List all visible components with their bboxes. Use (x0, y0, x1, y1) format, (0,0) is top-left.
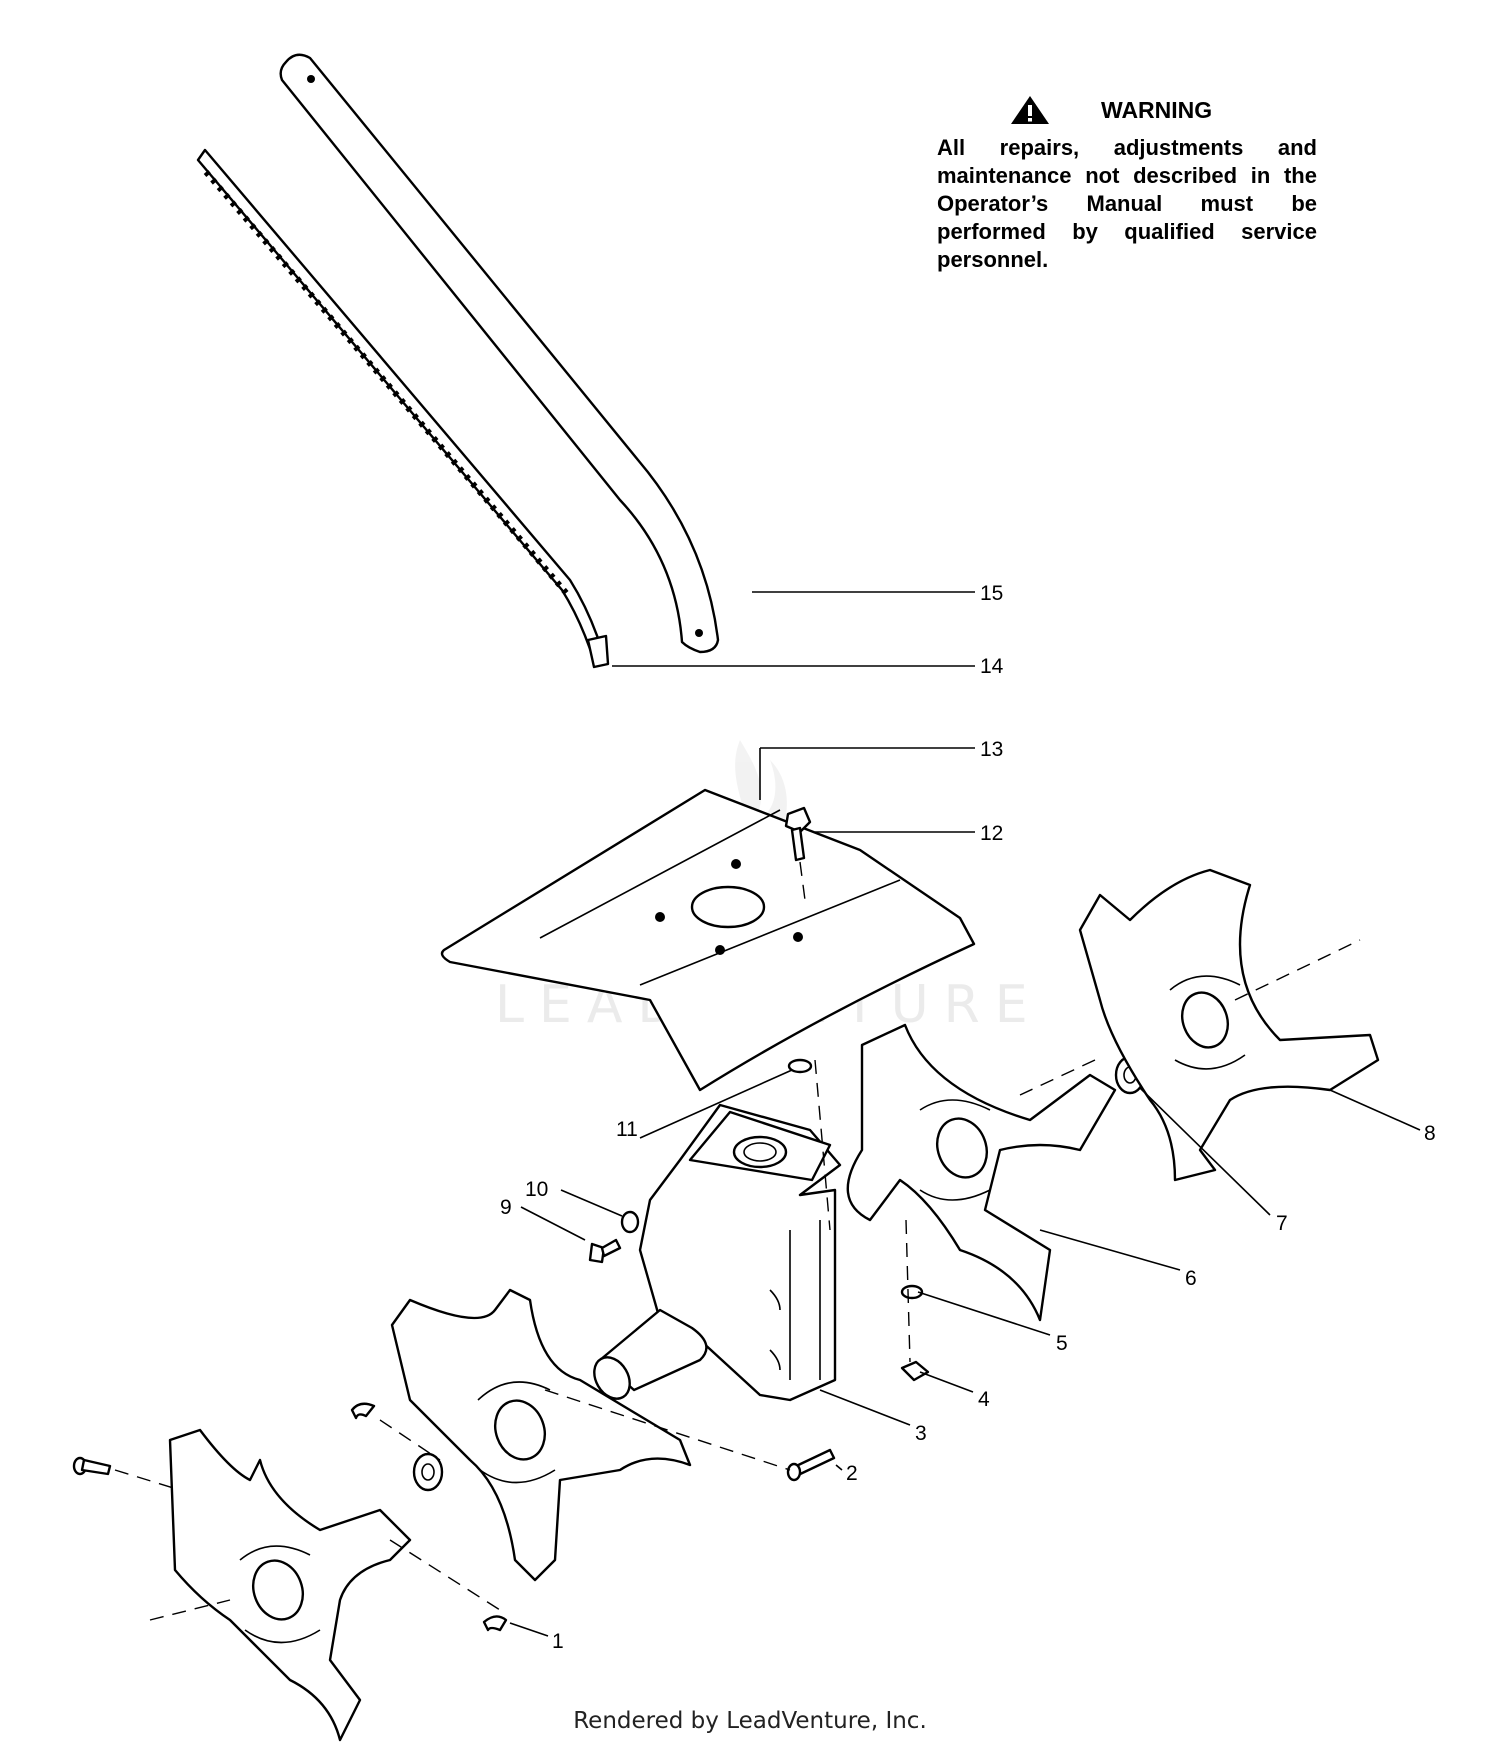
callout-14: 14 (980, 655, 1004, 678)
part-13-tine-shield (440, 788, 976, 1092)
callout-1: 1 (552, 1630, 564, 1653)
warning-box: WARNING All repairs, adjustments and mai… (937, 92, 1317, 274)
part-5-washer (900, 1284, 924, 1300)
part-9-bolt (588, 1238, 622, 1264)
callout-8: 8 (1424, 1122, 1436, 1145)
callout-5: 5 (1056, 1332, 1068, 1355)
warning-title: WARNING (1101, 96, 1213, 123)
part-14-flex-cable (196, 148, 610, 669)
callout-10: 10 (525, 1178, 548, 1201)
part-12-bolt (784, 806, 812, 901)
callout-11: 11 (616, 1118, 638, 1141)
left-clevis-pin (72, 1456, 112, 1476)
part-4-nut (900, 1360, 930, 1382)
part-15-handle-tube (279, 53, 720, 654)
part-11-washer (787, 1058, 813, 1074)
callout-2: 2 (846, 1462, 858, 1485)
callout-4: 4 (978, 1388, 990, 1411)
callout-15: 15 (980, 582, 1003, 605)
callout-6: 6 (1185, 1267, 1197, 1290)
warning-header: WARNING (937, 92, 1317, 128)
part-3-gearbox (593, 1103, 842, 1402)
left-tine-inner (390, 1288, 692, 1582)
callout-3: 3 (915, 1422, 927, 1445)
leader-lines (509, 591, 1421, 1637)
warning-triangle-icon (1011, 96, 1049, 124)
left-washer (412, 1452, 444, 1492)
callout-13: 13 (980, 738, 1003, 761)
footer-credit: Rendered by LeadVenture, Inc. (573, 1708, 927, 1734)
part-10-lock-washer (620, 1210, 640, 1234)
part-8-tine (1078, 868, 1380, 1182)
left-hair-clip (350, 1402, 376, 1420)
callout-9: 9 (500, 1196, 512, 1219)
part-2-pin (786, 1448, 836, 1482)
callout-7: 7 (1276, 1212, 1288, 1235)
callout-12: 12 (980, 822, 1003, 845)
left-tine-outer (168, 1428, 412, 1742)
part-6-tine (846, 1023, 1117, 1322)
part-1-clip-pin (482, 1615, 508, 1632)
warning-text: All repairs, adjustments and maintenance… (937, 135, 1317, 272)
